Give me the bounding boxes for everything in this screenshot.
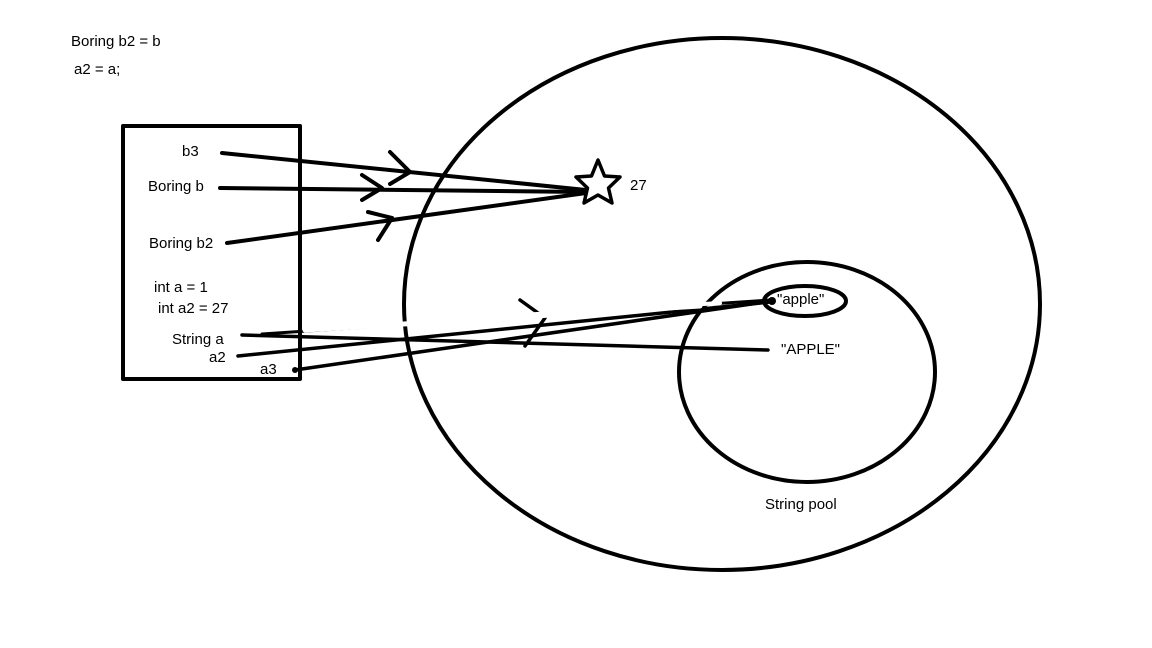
var-int-a-label: int a = 1 xyxy=(154,279,208,296)
ref-string-a-arrowhead xyxy=(518,298,547,348)
stack-frame-box xyxy=(121,124,302,381)
ref-b3-arrow xyxy=(220,151,588,192)
code-note-line-2: a2 = a; xyxy=(74,61,121,78)
code-note-line-1: Boring b2 = b xyxy=(71,33,161,50)
apple-anchor-dot xyxy=(768,297,776,305)
ref-boring-b-arrowhead xyxy=(360,173,384,202)
star-object-icon xyxy=(574,158,622,205)
eraser-stroke xyxy=(418,301,722,323)
var-string-a-label: String a xyxy=(172,331,224,348)
a3-anchor-dot xyxy=(292,367,298,373)
object-value-label: 27 xyxy=(630,177,647,194)
var-b3-label: b3 xyxy=(182,143,199,160)
ref-boring-b2-arrow xyxy=(225,191,588,245)
ref-string-a-to-APPLE xyxy=(240,333,770,352)
ref-a3-to-apple xyxy=(293,299,774,372)
string-pool-ellipse xyxy=(677,260,937,484)
var-a2-label: a2 xyxy=(209,349,226,366)
var-a3-label: a3 xyxy=(260,361,277,378)
string-apple-label: "apple" xyxy=(777,291,825,308)
ref-a2-to-apple xyxy=(236,300,772,358)
ref-boring-b-arrow xyxy=(218,186,588,194)
var-boring-b-label: Boring b xyxy=(148,178,204,195)
string-APPLE-label: "APPLE" xyxy=(781,341,841,358)
heap-ellipse xyxy=(402,36,1042,572)
var-int-a2-label: int a2 = 27 xyxy=(158,300,229,317)
ref-boring-b2-arrowhead xyxy=(366,210,394,242)
var-boring-b2-label: Boring b2 xyxy=(149,235,214,252)
string-pool-label: String pool xyxy=(765,496,837,513)
ref-b3-arrowhead xyxy=(388,150,412,186)
